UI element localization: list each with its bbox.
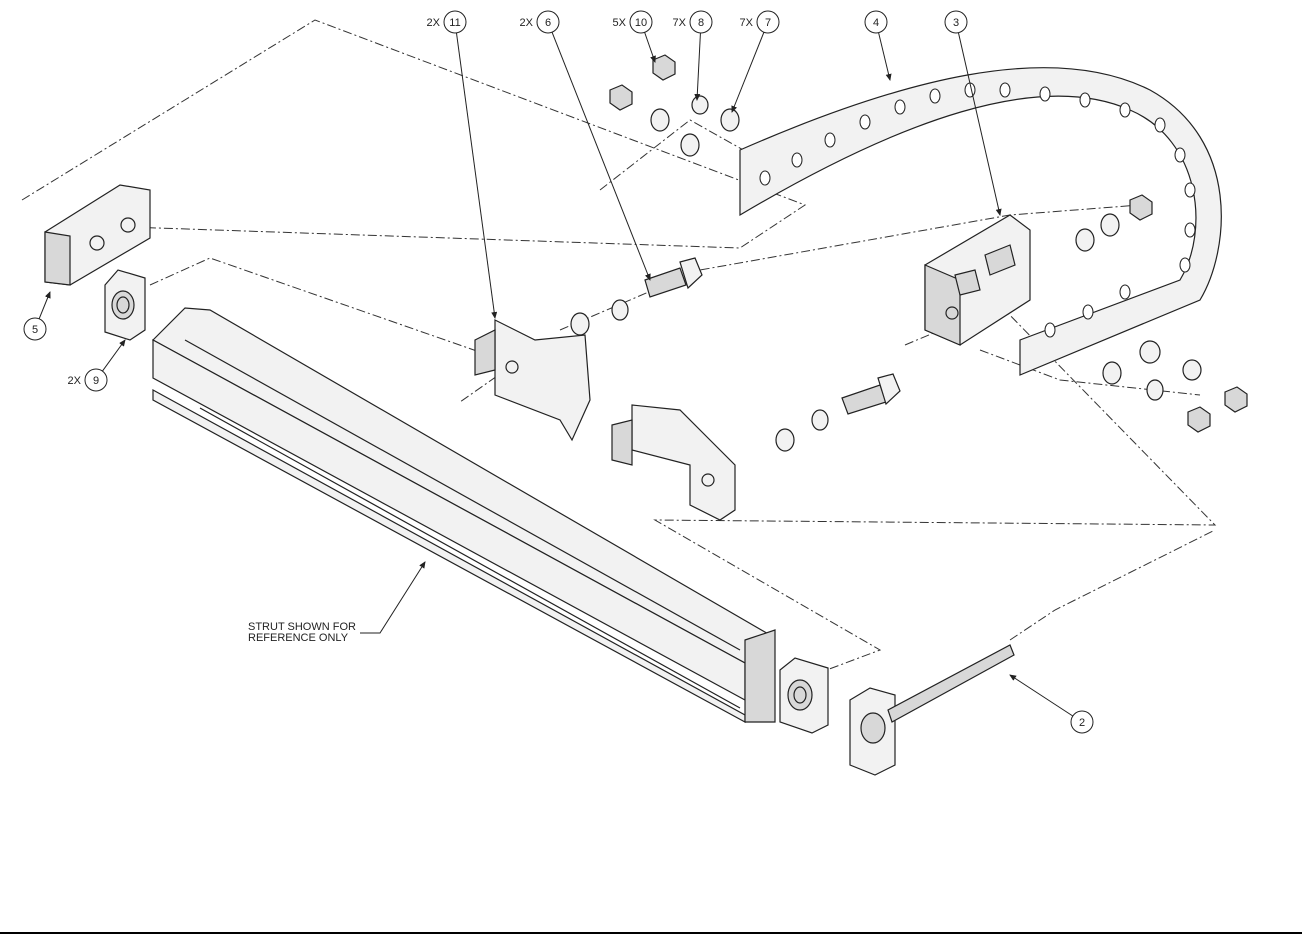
balloon-circle: [944, 10, 968, 34]
item-number: 3: [953, 17, 959, 29]
item-quantity: 7X: [740, 17, 754, 29]
balloon-callouts: 11 2X 6 2X 10 5X 8 7X 7 7X 4 3 5 9 2X 2: [23, 10, 1094, 734]
part-9-channel-nut-2: [779, 657, 829, 734]
leader-line: [694, 32, 701, 101]
note-line-1: STRUT SHOWN FOR: [248, 621, 356, 633]
balloon-4: 4: [864, 10, 892, 81]
item-number: 6: [545, 17, 551, 29]
part-4-perforated-strap: [739, 67, 1222, 376]
part-3-clamp: [924, 214, 1031, 346]
item-quantity: 2X: [427, 17, 441, 29]
leader-line: [455, 32, 498, 319]
balloon-circle: [629, 10, 653, 34]
part-6-bolt-2: [841, 373, 901, 415]
strut-channel: [152, 307, 776, 724]
item-number: 4: [873, 17, 879, 29]
item-quantity: 5X: [613, 17, 627, 29]
part-11-bracket: [474, 319, 591, 442]
item-quantity: 2X: [520, 17, 534, 29]
part-11-bracket-2: [611, 404, 736, 521]
leader-line: [731, 32, 765, 113]
leader-line: [957, 32, 1002, 216]
balloon-7: 7 7X: [731, 10, 780, 113]
leader-line: [551, 32, 651, 281]
border-line: [0, 932, 1302, 934]
balloon-circle: [1070, 710, 1094, 734]
leader-line: [1009, 674, 1074, 717]
balloon-circle: [23, 317, 47, 341]
item-number: 11: [449, 17, 460, 29]
part-9-channel-nut: [104, 269, 146, 341]
balloon-circle: [756, 10, 780, 34]
item-quantity: 7X: [673, 17, 687, 29]
leader-line: [38, 291, 51, 319]
item-number: 10: [635, 17, 647, 29]
leader-line: [878, 32, 892, 81]
balloon-3: 3: [944, 10, 1002, 216]
balloon-11: 11 2X: [427, 10, 498, 319]
part-5-plate: [44, 184, 151, 286]
balloon-circle: [864, 10, 888, 34]
item-number: 9: [93, 375, 99, 387]
balloon-circle: [84, 368, 108, 392]
part-2-threaded-rod: [849, 644, 1015, 776]
balloon-circle: [536, 10, 560, 34]
balloon-6: 6 2X: [520, 10, 651, 281]
item-number: 8: [698, 17, 704, 29]
balloon-2: 2: [1009, 674, 1094, 734]
balloon-10: 10 5X: [613, 10, 656, 63]
item-number: 5: [32, 324, 38, 336]
balloon-8: 8 7X: [673, 10, 713, 101]
balloon-circle: [443, 10, 467, 34]
item-number: 2: [1079, 717, 1085, 729]
leader-line: [102, 339, 126, 372]
part-6-bolt: [644, 257, 703, 298]
item-number: 7: [765, 17, 771, 29]
item-quantity: 2X: [68, 375, 82, 387]
part-10-nuts: [609, 54, 1248, 433]
note-leader: [360, 561, 426, 634]
reference-note: STRUT SHOWN FOR REFERENCE ONLY: [248, 561, 426, 644]
balloon-9: 9 2X: [68, 339, 126, 392]
leader-line: [644, 32, 656, 63]
balloon-5: 5: [23, 291, 51, 341]
note-line-2: REFERENCE ONLY: [248, 632, 349, 644]
balloon-circle: [689, 10, 713, 34]
